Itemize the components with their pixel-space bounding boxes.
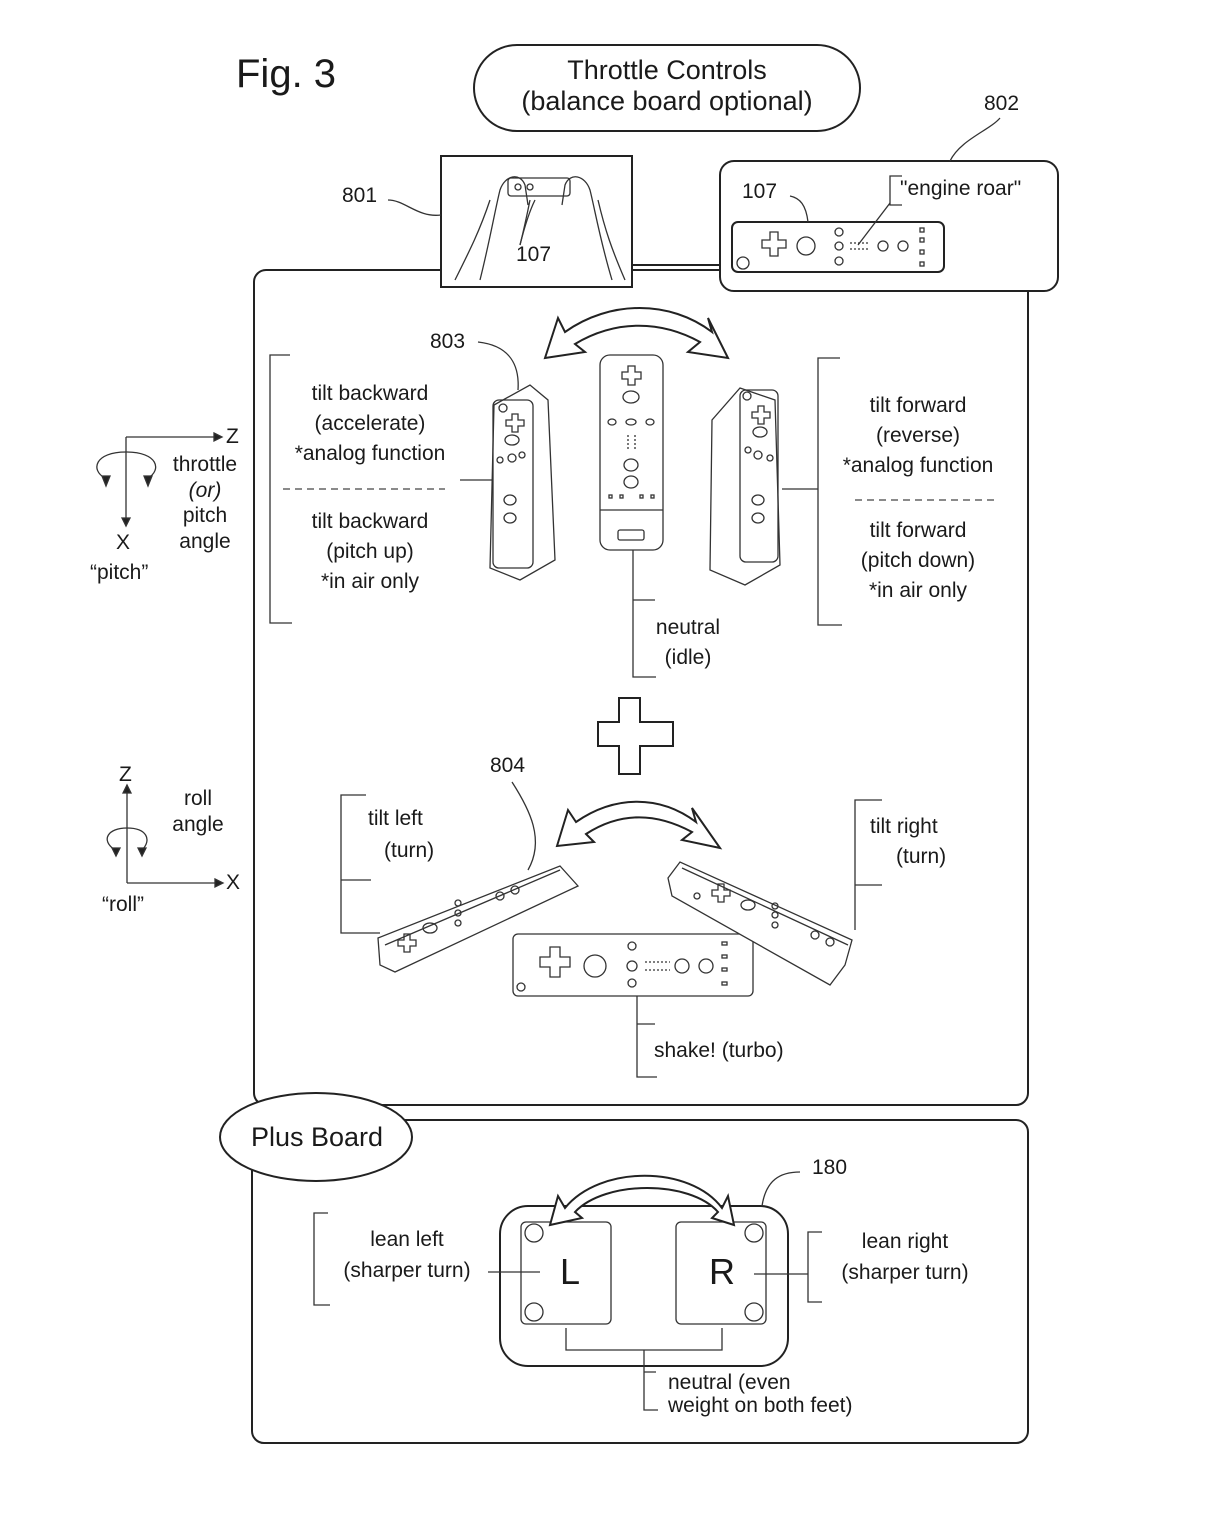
tilt-forward-upper-0: tilt forward: [869, 394, 967, 417]
tilt-right-bracket: [854, 799, 882, 930]
tilt-right-1: (turn): [896, 845, 947, 868]
pitch-desc-3: angle: [179, 530, 231, 553]
leader-107-hands: [519, 199, 536, 246]
engine-roar-label: "engine roar": [900, 177, 1022, 200]
ref-180: 180: [812, 1156, 848, 1179]
left-pitch-bracket: [269, 354, 292, 624]
tilt-backward-lower-2: *in air only: [320, 570, 420, 593]
figure-number: Fig. 3: [236, 52, 337, 96]
neutral-idle-1: (idle): [664, 646, 712, 669]
plus-board-panel: [251, 1119, 1029, 1444]
roll-desc-1: angle: [172, 813, 224, 836]
roll-axis-icon: [106, 783, 225, 889]
roll-curved-arrow-icon: [555, 800, 723, 850]
tilt-backward-upper-2: *analog function: [294, 442, 446, 465]
tilt-left-1: (turn): [384, 839, 435, 862]
pad-right: [675, 1221, 767, 1325]
lean-left-1: (sharper turn): [343, 1259, 471, 1282]
pitch-axis-x: X: [116, 531, 131, 554]
tilt-backward-upper-0: tilt backward: [311, 382, 429, 405]
lean-left-0: lean left: [370, 1228, 444, 1251]
ref-107-hands: 107: [516, 243, 552, 266]
figure-title-line2: (balance board optional): [521, 86, 813, 116]
board-feet: [524, 1223, 764, 1322]
remote-box-802: [719, 160, 1059, 292]
plus-board-title: Plus Board: [250, 1122, 384, 1152]
lean-right-1: (sharper turn): [841, 1261, 969, 1284]
board-curved-arrow-icon: [548, 1174, 736, 1227]
tilt-forward-upper-1: (reverse): [875, 424, 960, 447]
engine-roar-bracket: [889, 175, 902, 206]
tilt-forward-lower-1: (pitch down): [860, 549, 976, 572]
lean-right-0: lean right: [861, 1230, 949, 1253]
roll-axis-x: X: [226, 871, 241, 894]
remote-803-tilted-back: [489, 384, 556, 581]
pad-left-label: L: [559, 1251, 581, 1292]
lean-right-bracket: [807, 1231, 822, 1303]
ref-804: 804: [490, 754, 526, 777]
tilt-backward-upper-1: (accelerate): [314, 412, 426, 435]
tilt-left-bracket: [340, 794, 380, 934]
ref-803: 803: [430, 330, 466, 353]
leader-180: [761, 1171, 801, 1207]
tilt-forward-lower-2: *in air only: [868, 579, 968, 602]
horizontal-remote: [731, 221, 945, 273]
remote-804-tilted-left: [377, 865, 580, 973]
ref-801: 801: [342, 184, 378, 207]
remote-tilted-right: [667, 861, 853, 986]
neutral-board-leader: [565, 1328, 723, 1411]
pitch-axis-z: Z: [226, 425, 239, 448]
lean-left-bracket: [313, 1212, 330, 1306]
tilt-forward-lower-0: tilt forward: [869, 519, 967, 542]
tilt-forward-upper-2: *analog function: [842, 454, 994, 477]
pitch-curved-arrow-icon: [543, 307, 730, 360]
pitch-axis-icon: [96, 431, 224, 528]
right-pitch-bracket: [817, 357, 842, 626]
remote-tilted-forward: [709, 387, 781, 586]
leader-801: [387, 199, 442, 216]
board-neutral-1: weight on both feet): [668, 1394, 853, 1417]
tilt-left-0: tilt left: [368, 807, 423, 830]
remote-shake-center: [512, 933, 754, 997]
title-pill: [473, 44, 861, 132]
leader-802: [949, 117, 1001, 162]
pitch-desc-1: (or): [188, 479, 222, 502]
ref-107-remote: 107: [742, 180, 778, 203]
shake-bracket: [636, 995, 657, 1078]
plus-icon: [597, 697, 674, 775]
remote-neutral-center: [599, 354, 664, 551]
board-neutral-0: neutral (even: [668, 1371, 791, 1394]
tilt-right-0: tilt right: [870, 815, 938, 838]
neutral-idle-0: neutral: [655, 616, 721, 639]
leader-804: [511, 781, 537, 871]
shake-turbo: shake! (turbo): [654, 1039, 784, 1062]
pitch-desc-2: pitch: [182, 504, 228, 527]
ref-802: 802: [984, 92, 1020, 115]
pitch-axis-caption: “pitch”: [90, 561, 149, 584]
pitch-desc-0: throttle: [172, 453, 238, 476]
throttle-panel: [253, 269, 1029, 1106]
roll-desc-0: roll: [183, 787, 212, 810]
leader-107-remote: [789, 195, 809, 223]
figure-title-line1: Throttle Controls: [567, 55, 767, 85]
pad-right-label: R: [709, 1251, 735, 1292]
roll-axis-z: Z: [119, 763, 132, 786]
tilt-backward-lower-0: tilt backward: [311, 510, 429, 533]
engine-roar-leader: [857, 202, 891, 246]
neutral-idle-bracket: [632, 548, 656, 678]
hands-holding-remote-icon: [454, 176, 626, 281]
roll-axis-caption: “roll”: [102, 893, 144, 916]
leader-803: [477, 341, 519, 391]
plus-board-title-pill: [219, 1092, 413, 1182]
tilt-backward-lower-1: (pitch up): [326, 540, 414, 563]
